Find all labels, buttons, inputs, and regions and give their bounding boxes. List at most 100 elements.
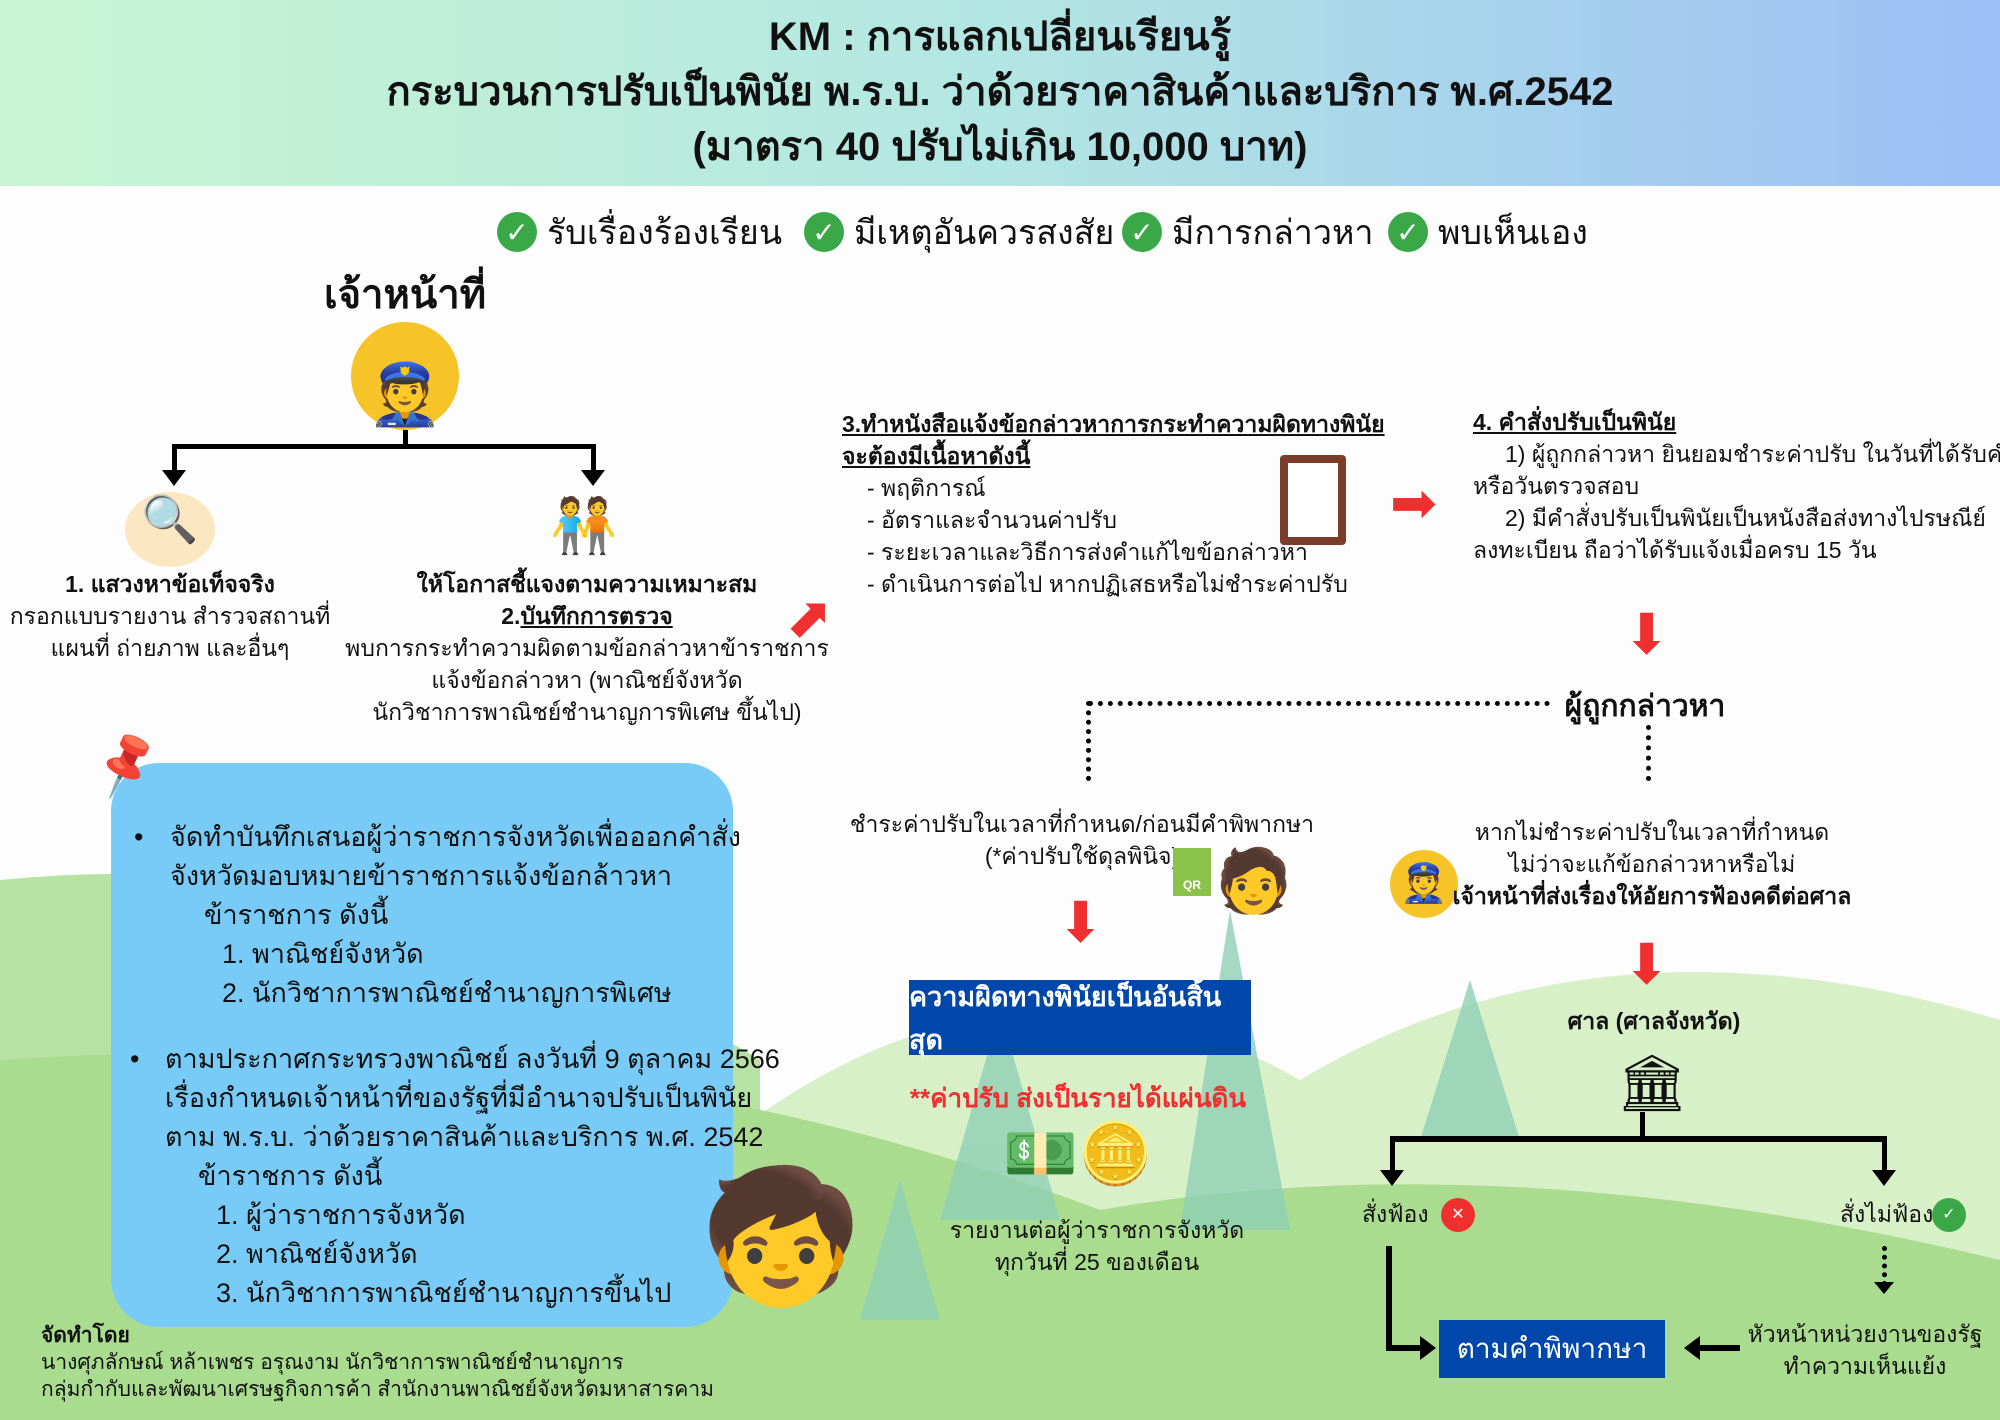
connector [172,444,177,474]
head-objection: หัวหน้าหน่วยงานของรัฐ ทำความเห็นแย้ง [1748,1318,1983,1382]
box-line: ตามประกาศกระทรวงพาณิชย์ ลงวันที่ 9 ตุลาค… [165,1044,780,1074]
dotted-connector [1086,701,1091,781]
connector [1390,1136,1395,1174]
arrow-down-icon [1872,1170,1896,1198]
arrow-down-icon [1380,1170,1404,1198]
officer-title: เจ้าหน้าที่ [323,273,487,317]
source-label: พบเห็นเอง [1438,214,1588,252]
arrow-down-icon [1874,1282,1894,1304]
red-arrow-down-icon: ➡ [1617,609,1680,657]
case-closed-box: ความผิดทางพินัยเป็นอันสิ้นสุด [909,980,1251,1055]
red-arrow-right-icon: ➡ [1390,471,1437,534]
red-arrow-down-icon: ➡ [1051,897,1114,945]
officers-avatar-icon: 👮 [1390,850,1458,918]
source-label: มีเหตุอันควรสงสัย [854,214,1115,252]
step3-item: - ระยะเวลาและวิธีการส่งคำแก้ไขข้อกล่าวหา [867,539,1308,565]
nopay-line: ไม่ว่าจะแก้ข้อกล่าวหาหรือไม่ [1508,851,1796,877]
source-complaint: ✓รับเรื่องร้องเรียน [497,205,782,259]
box-line: ข้าราชการ ดังนี้ [204,900,389,930]
head-line: ทำความเห็นแย้ง [1783,1353,1947,1379]
check-icon: ✓ [1932,1198,1966,1232]
step3-item: - พฤติการณ์ [867,475,986,501]
step4-line: หรือวันตรวจสอบ [1473,473,1640,499]
person-phone-icon: 🧑 [1215,847,1293,916]
credit: จัดทำโดย นางศุภลักษณ์ หล้าเพชร อรุณงาม น… [41,1322,714,1403]
box-line: 1. พาณิชย์จังหวัด [222,939,424,969]
step1-line: กรอกแบบรายงาน สำรวจสถานที่ [9,603,331,629]
sue-label: สั่งฟ้อง [1362,1201,1429,1227]
bullet-icon: • [134,822,144,852]
clipboard-icon [1280,455,1346,545]
box-line: ข้าราชการ ดังนี้ [198,1161,383,1191]
arrow-right-icon [1420,1336,1448,1360]
arrow-down-icon [162,470,186,498]
dotted-connector [1646,725,1651,781]
step4-line: 2) มีคำสั่งปรับเป็นพินัยเป็นหนังสือส่งทา… [1505,505,1986,531]
no-sue-label: สั่งไม่ฟ้อง [1840,1201,1934,1227]
step2-num: 2. [501,603,521,629]
page-title: KM : การแลกเปลี่ยนเรียนรู้ กระบวนการปรับ… [386,10,1613,175]
x-icon: ✕ [1441,1198,1475,1232]
connector [1386,1345,1422,1351]
connector [1390,1136,1887,1142]
step2-line: พบการกระทำความผิดตามข้อกล่าวหาข้าราชการ [345,635,829,661]
bullet-icon: • [130,1044,140,1074]
box-line: 2. พาณิชย์จังหวัด [216,1239,418,1269]
check-icon: ✓ [804,212,844,252]
info-box [111,763,733,1327]
dotted-connector [1882,1246,1887,1286]
connector [172,444,596,449]
boy-character-icon: 🧒 [700,1163,862,1309]
check-icon: ✓ [1388,212,1428,252]
box-line: ตาม พ.ร.บ. ว่าด้วยราคาสินค้าและบริการ พ.… [165,1122,764,1152]
step3-item: - ดำเนินการต่อไป หากปฏิเสธหรือไม่ชำระค่า… [867,571,1348,597]
source-suspicion: ✓ มีเหตุอันควรสงสัย [804,205,1114,259]
box-line: 3. นักวิชาการพาณิชย์ชำนาญการขึ้นไป [216,1278,672,1308]
verdict-box: ตามคำพิพากษา [1439,1320,1665,1378]
nopay-text: หากไม่ชำระค่าปรับในเวลาที่กำหนด ไม่ว่าจะ… [1453,816,1852,912]
red-arrow-down-icon: ➡ [1617,939,1680,987]
step3: 3.ทำหนังสือแจ้งข้อกล่าวหาการกระทำความผิด… [842,408,1385,600]
step4-title: 4. คำสั่งปรับเป็นพินัย [1473,409,1677,435]
report-line: ทุกวันที่ 25 ของเดือน [994,1249,1200,1275]
source-witnessed: ✓ พบเห็นเอง [1388,205,1588,259]
step2-title: บันทึกการตรวจ [520,603,673,629]
connector [1692,1345,1740,1351]
step4-line: 1) ผู้ถูกกล่าวหา ยินยอมชำระค่าปรับ ในวัน… [1505,441,2000,467]
box-line: 2. นักวิชาการพาณิชย์ชำนาญการพิเศษ [222,978,672,1008]
revenue-note: **ค่าปรับ ส่งเป็นรายได้แผ่นดิน [909,1083,1247,1113]
box-line: 1. ผู้ว่าราชการจังหวัด [216,1200,466,1230]
step3-item: - อัตราและจำนวนค่าปรับ [867,507,1117,533]
pay-line: (*ค่าปรับใช้ดุลพินิจ) [984,843,1180,869]
officers-avatar-icon: 👮 [351,322,459,430]
dotted-connector [1088,701,1550,706]
step1-title: 1. แสวงหาข้อเท็จจริง [65,571,275,597]
step1: 1. แสวงหาข้อเท็จจริง กรอกแบบรายงาน สำรวจ… [10,568,331,664]
pay-line: ชำระค่าปรับในเวลาที่กำหนด/ก่อนมีคำพิพากษ… [849,811,1315,837]
step3-title: 3.ทำหนังสือแจ้งข้อกล่าวหาการกระทำความผิด… [842,411,1385,437]
step3-title: จะต้องมีเนื้อหาดังนี้ [842,443,1031,469]
step4: 4. คำสั่งปรับเป็นพินัย 1) ผู้ถูกกล่าวหา … [1473,406,2000,566]
accused-label: ผู้ถูกกล่าวหา [1564,690,1726,723]
check-icon: ✓ [497,212,537,252]
arrow-left-icon [1672,1336,1700,1360]
qr-code-icon: QR [1173,848,1211,896]
nopay-line: หากไม่ชำระค่าปรับในเวลาที่กำหนด [1474,819,1830,845]
connector [591,444,596,474]
title-line-1: KM : การแลกเปลี่ยนเรียนรู้ [768,15,1232,59]
source-accusation: ✓มีการกล่าวหา [1122,205,1373,259]
header-banner [0,0,2000,186]
box-line: เรื่องกำหนดเจ้าหน้าที่ของรัฐที่มีอำนาจปร… [165,1083,753,1113]
step2-pre: ให้โอกาสชี้แจงตามความเหมาะสม [416,571,758,597]
magnifier-person-icon: 🔍 [125,492,215,567]
step2-line: แจ้งข้อกล่าวหา (พาณิชย์จังหวัด [431,667,743,693]
money-coins-icon: 💵🪙 [1003,1120,1153,1187]
step2: ให้โอกาสชี้แจงตามความเหมาะสม 2.บันทึกการ… [345,568,829,728]
step1-line: แผนที่ ถ่ายภาพ และอื่นๆ [50,635,290,661]
connector [1386,1246,1392,1350]
court-label: ศาล (ศาลจังหวัด) [1567,1008,1741,1034]
pay-text: ชำระค่าปรับในเวลาที่กำหนด/ก่อนมีคำพิพากษ… [850,808,1314,872]
report-text: รายงานต่อผู้ว่าราชการจังหวัด ทุกวันที่ 2… [950,1214,1244,1278]
step4-line: ลงทะเบียน ถือว่าได้รับแจ้งเมื่อครบ 15 วั… [1473,537,1877,563]
courthouse-icon: 🏛 [1616,1051,1688,1114]
